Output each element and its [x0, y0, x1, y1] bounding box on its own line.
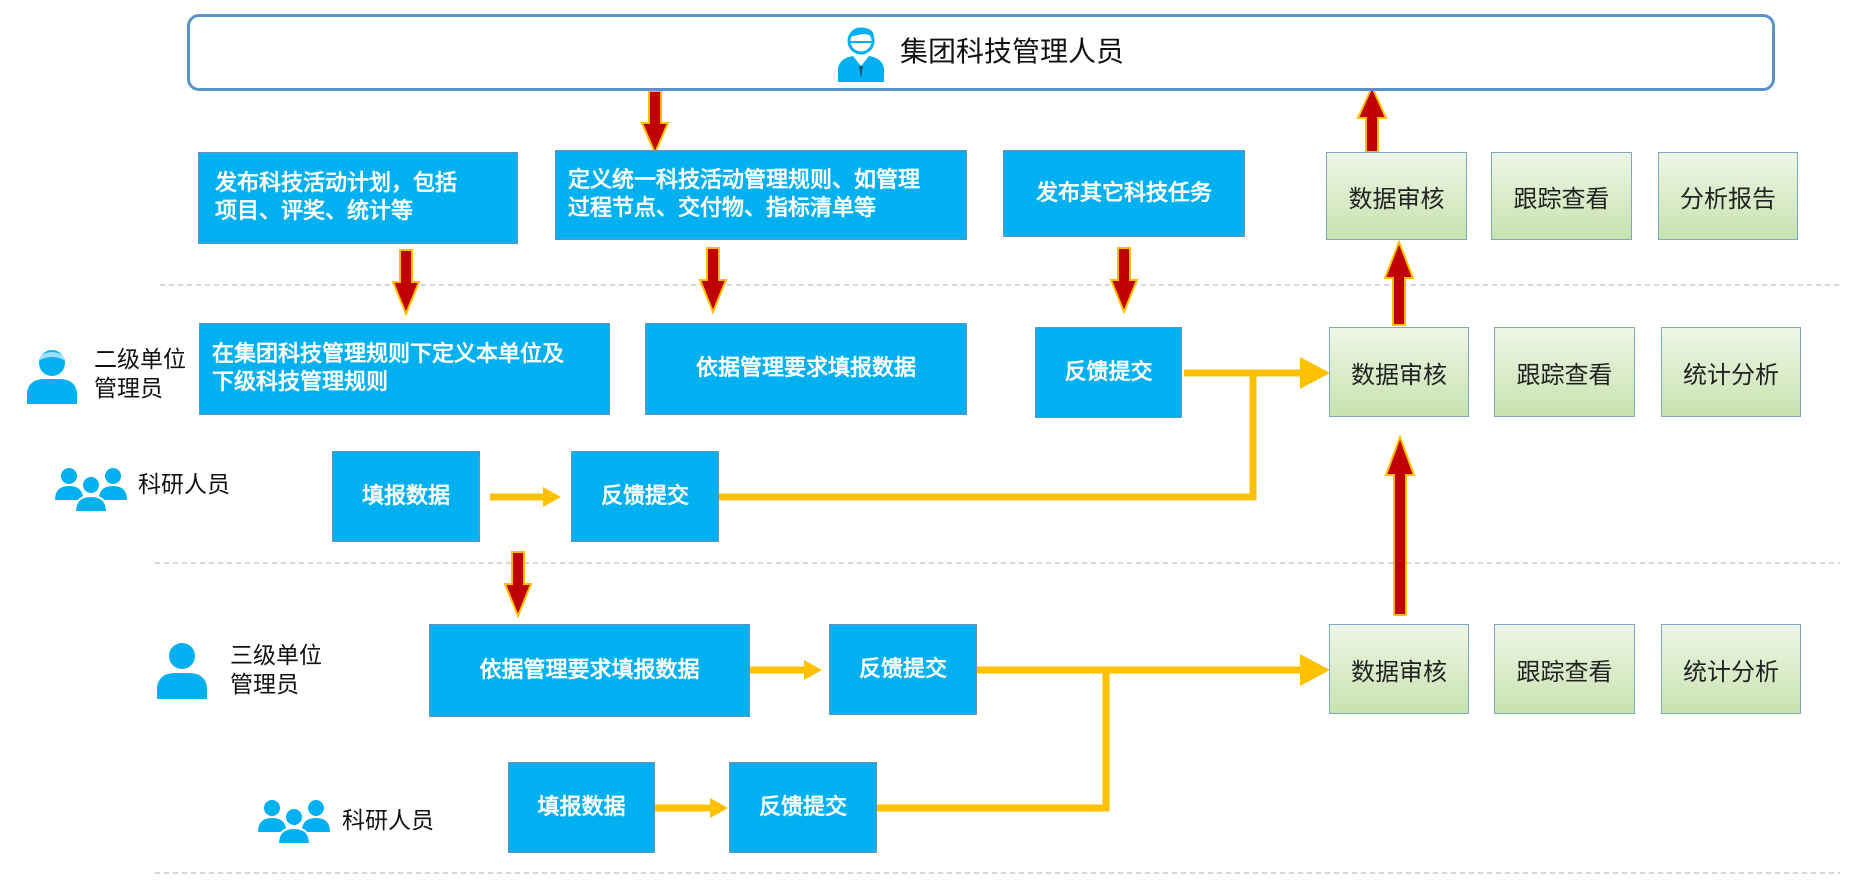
- level3-admin-label: 三级单位 管理员: [230, 642, 322, 700]
- feedback-submit-box: 反馈提交: [729, 762, 877, 853]
- role-line: 二级单位: [94, 347, 186, 373]
- fill-data-box: 填报数据: [332, 451, 480, 542]
- tracking-view-box: 跟踪查看: [1494, 624, 1635, 714]
- role-line: 管理员: [230, 672, 299, 698]
- box-line: 在集团科技管理规则下定义本单位及: [212, 342, 565, 367]
- data-review-box: 数据审核: [1329, 327, 1469, 417]
- down-arrow: [640, 90, 670, 156]
- publish-plan-box: 发布科技活动计划，包括 项目、评奖、统计等: [198, 152, 518, 244]
- box-line: 下级科技管理规则: [212, 370, 389, 395]
- flow-arrowhead: [543, 487, 561, 507]
- feedback-submit-box: 反馈提交: [571, 451, 719, 542]
- down-arrow: [1109, 247, 1139, 315]
- flow-arrowhead: [1300, 357, 1330, 389]
- publish-other-tasks-box: 发布其它科技任务: [1003, 150, 1245, 237]
- statistical-analysis-box: 统计分析: [1661, 624, 1801, 714]
- data-review-box: 数据审核: [1326, 152, 1467, 240]
- flow-arrowhead: [710, 798, 728, 818]
- feedback-submit-box: 反馈提交: [829, 624, 977, 715]
- up-arrow: [1356, 84, 1388, 153]
- group-manager-banner: [187, 14, 1775, 91]
- up-arrow: [1383, 239, 1415, 326]
- fill-by-requirement-box: 依据管理要求填报数据: [429, 624, 750, 717]
- up-arrow: [1384, 434, 1416, 616]
- box-line: 发布科技活动计划，包括: [215, 171, 458, 196]
- define-rules-box: 定义统一科技活动管理规则、如管理 过程节点、交付物、指标清单等: [555, 150, 967, 240]
- researcher-label: 科研人员: [138, 472, 230, 498]
- group-icon: [258, 800, 330, 844]
- role-line: 三级单位: [230, 643, 322, 669]
- person-icon: [27, 350, 77, 404]
- data-review-box: 数据审核: [1329, 624, 1469, 714]
- flow-arrowhead: [1300, 654, 1330, 686]
- box-line: 过程节点、交付物、指标清单等: [568, 196, 877, 221]
- box-line: 定义统一科技活动管理规则、如管理: [568, 168, 921, 193]
- define-unit-rules-box: 在集团科技管理规则下定义本单位及 下级科技管理规则: [199, 323, 610, 415]
- level2-admin-label: 二级单位 管理员: [94, 346, 186, 404]
- flow-line: [717, 373, 1257, 501]
- role-line: 管理员: [94, 376, 163, 402]
- tracking-view-box: 跟踪查看: [1491, 152, 1632, 240]
- flow-line: [875, 670, 1110, 812]
- flow-arrowhead: [804, 660, 822, 680]
- group-manager-title: 集团科技管理人员: [900, 35, 1125, 68]
- down-arrow: [391, 249, 421, 317]
- down-arrow: [503, 551, 533, 619]
- statistical-analysis-box: 统计分析: [1661, 327, 1801, 417]
- fill-data-box: 填报数据: [508, 762, 655, 853]
- group-icon: [55, 468, 127, 512]
- box-line: 项目、评奖、统计等: [215, 199, 414, 224]
- analysis-report-box: 分析报告: [1658, 152, 1798, 240]
- researcher-label: 科研人员: [342, 808, 434, 834]
- feedback-submit-box: 反馈提交: [1035, 327, 1182, 418]
- tracking-view-box: 跟踪查看: [1494, 327, 1635, 417]
- person-icon: [157, 643, 207, 699]
- manager-icon: [838, 27, 884, 82]
- down-arrow: [698, 247, 728, 315]
- fill-by-requirement-box: 依据管理要求填报数据: [645, 323, 967, 415]
